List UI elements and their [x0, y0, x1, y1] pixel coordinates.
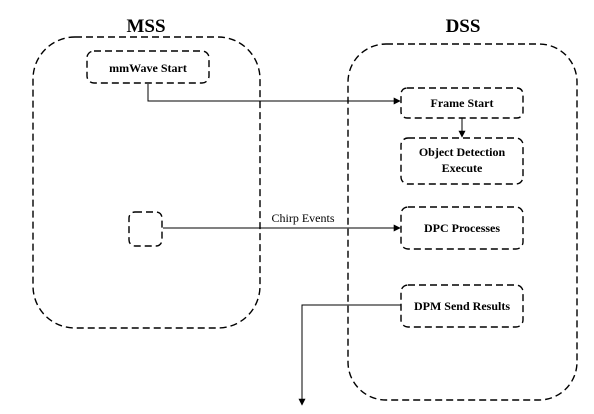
- arrow-mmwave-to-frame-start: [147, 84, 401, 105]
- mmwave-start-box: [86, 50, 210, 84]
- mmwave-start-label: mmWave Start: [109, 61, 187, 75]
- dss-group: DSS Frame Start Object Detection Execute…: [347, 16, 578, 401]
- mss-title: MSS: [126, 16, 165, 37]
- dpm-send-results-label: DPM Send Results: [414, 299, 510, 313]
- dss-title: DSS: [446, 16, 481, 37]
- chirp-events-label: Chirp Events: [272, 211, 335, 225]
- chirp-source-box: [128, 211, 163, 247]
- object-detection-label-line2: Execute: [442, 161, 483, 175]
- dpm-send-results-box: [400, 284, 524, 328]
- frame-start-label: Frame Start: [431, 96, 494, 110]
- mss-group: MSS mmWave Start: [32, 16, 261, 329]
- arrow-dpm-output: [298, 304, 401, 406]
- dpc-processes-label: DPC Processes: [424, 221, 500, 235]
- connectors: Chirp Events: [147, 84, 466, 406]
- object-detection-box: [400, 137, 524, 185]
- dss-container: [347, 43, 578, 401]
- object-detection-label-line1: Object Detection: [419, 145, 506, 159]
- mss-container: [32, 36, 261, 329]
- dpc-processes-box: [400, 206, 524, 250]
